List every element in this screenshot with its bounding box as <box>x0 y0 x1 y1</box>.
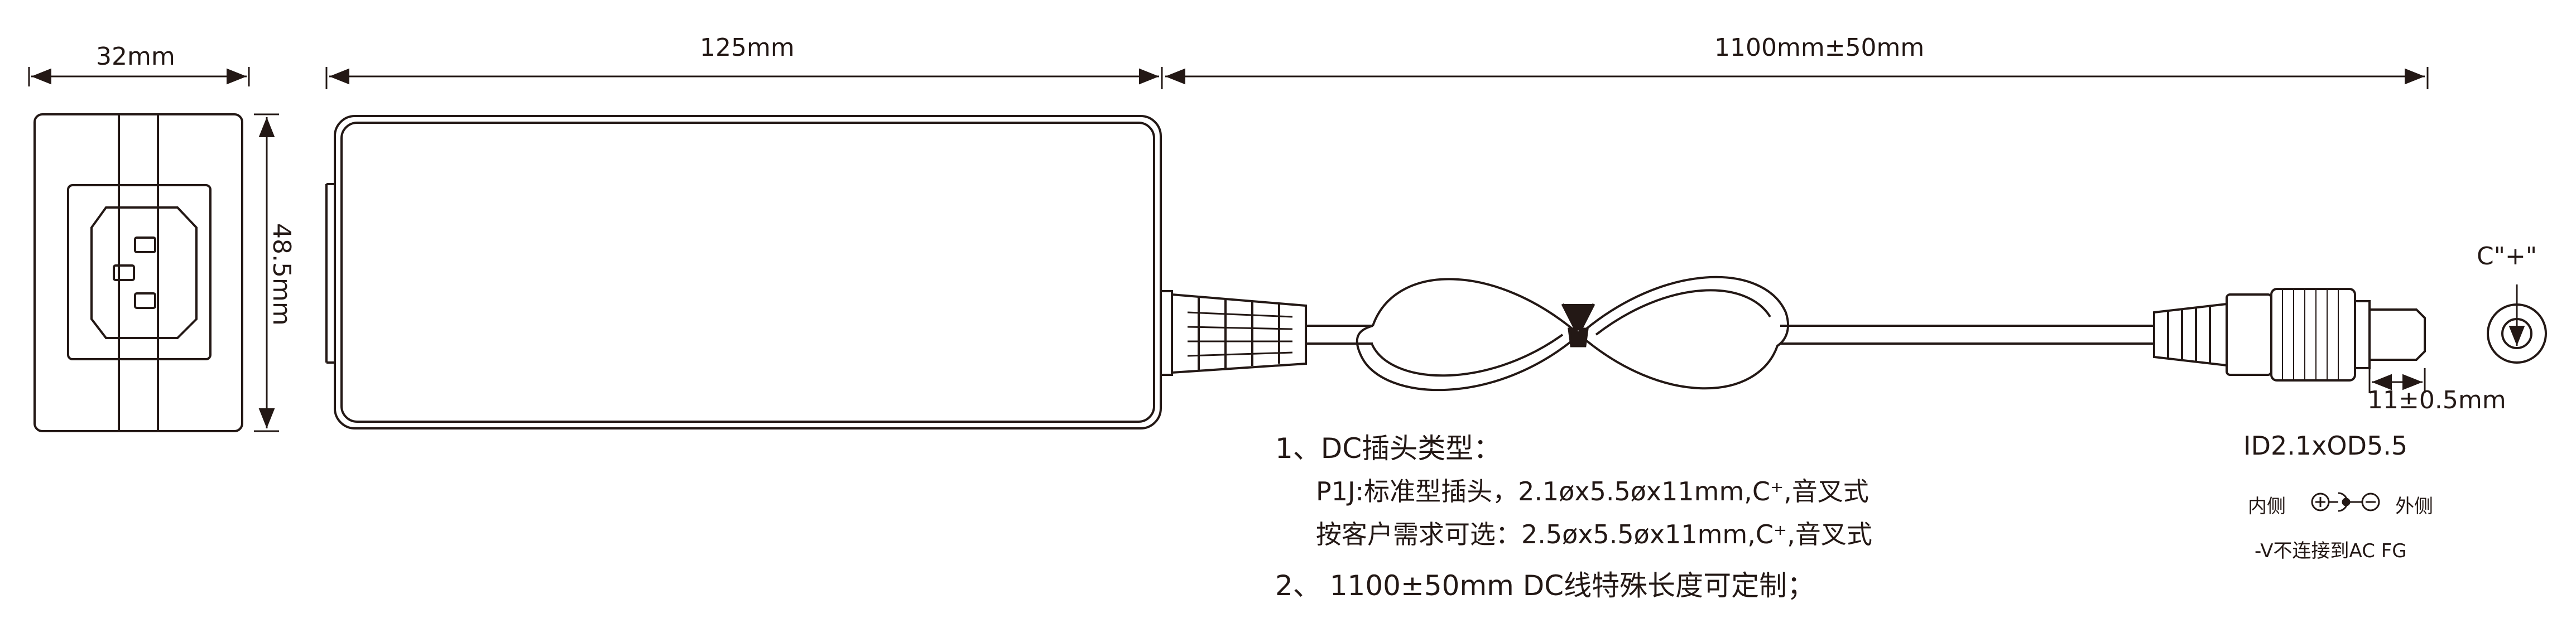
adapter-body <box>325 115 1162 429</box>
note-item1-title: 1、DC插头类型： <box>1275 432 1502 465</box>
polarity-note: -V不连接到AC FG <box>2255 540 2407 562</box>
note-item2: 2、 1100±50mm DC线特殊长度可定制； <box>1275 569 1815 602</box>
ac-inlet-socket <box>90 206 198 339</box>
dc-plug-barrel <box>2368 308 2426 361</box>
polarity-symbol <box>2311 492 2380 512</box>
end-view <box>33 113 243 432</box>
polarity-outer-label: 外侧 <box>2395 495 2433 518</box>
plug-face <box>2487 284 2547 364</box>
polarity-inner-label: 内侧 <box>2248 495 2286 518</box>
dc-plug <box>2153 288 2426 382</box>
dc-plug-grip <box>2270 288 2356 382</box>
dim-11-label: 11±0.5mm <box>2367 386 2506 414</box>
strain-relief-body <box>1160 290 1307 376</box>
body-outline <box>334 115 1162 429</box>
cable-loop-right <box>1578 276 1789 390</box>
end-view-outline <box>33 113 243 432</box>
note-item1-line1: P1J:标准型插头，2.1øx5.5øx11mm,C⁺,音叉式 <box>1316 476 1869 506</box>
plug-spec-label: ID2.1xOD5.5 <box>2243 431 2408 461</box>
dim-125-label: 125mm <box>700 33 795 62</box>
ac-pin-middle <box>113 264 135 281</box>
dim-48-5-label: 48.5mm <box>267 223 296 326</box>
ac-inlet-frame <box>67 184 212 360</box>
cable-tie <box>1561 303 1595 347</box>
body-inner-outline <box>340 122 1155 423</box>
dim-1100-line <box>1165 67 2429 89</box>
cable-loop-left <box>1356 278 1582 392</box>
dim-32-line <box>28 67 250 86</box>
dim-1100-label: 1100mm±50mm <box>1714 33 1925 62</box>
ac-pin-top <box>134 236 156 253</box>
ac-pin-bottom <box>134 292 156 309</box>
note-item1-line2: 按客户需求可选：2.5øx5.5øx11mm,C⁺,音叉式 <box>1316 519 1872 549</box>
dc-cable <box>1306 276 2154 392</box>
dim-32-label: 32mm <box>96 42 175 71</box>
dim-11-line <box>2368 368 2426 393</box>
polarity-center-label: C"+" <box>2477 242 2537 271</box>
dim-48-5-line <box>254 113 279 432</box>
dim-125-line <box>325 67 1163 89</box>
